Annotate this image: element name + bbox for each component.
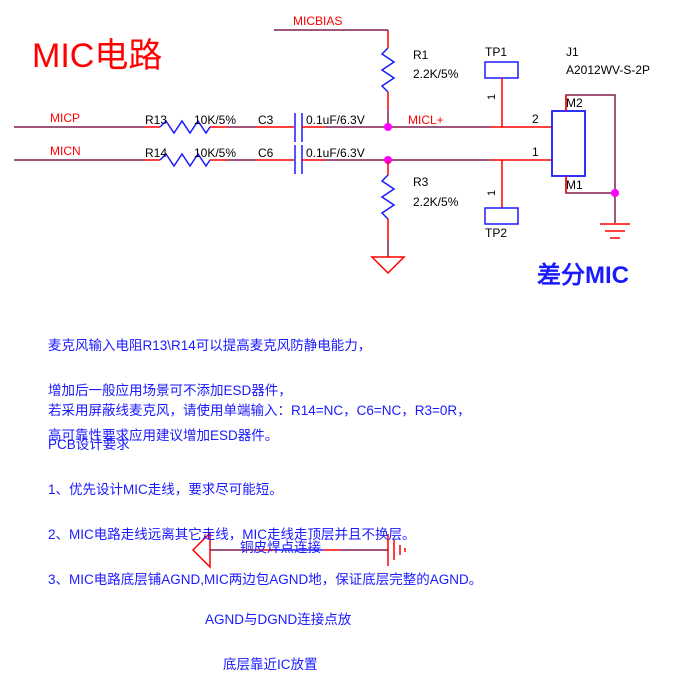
copper-link-text: 铜皮焊点连接 [240, 540, 321, 555]
connector-j1 [551, 94, 616, 223]
c6-ref: C6 [258, 146, 274, 160]
j1-pin2-label: 2 [532, 112, 539, 126]
pcb-requirement-item: 1、优先设计MIC走线，要求尽可能短。 [48, 482, 283, 497]
r14-value: 10K/5% [194, 146, 236, 160]
j1-value: A2012WV-S-2P [566, 63, 650, 77]
r1-value: 2.2K/5% [413, 67, 459, 81]
c6-value: 0.1uF/6.3V [306, 146, 365, 160]
micbias-net-label: MICBIAS [293, 14, 342, 28]
junction-micl [384, 123, 392, 131]
r1-ref: R1 [413, 48, 429, 62]
copper-link-label: 铜皮焊点连接 [240, 510, 321, 570]
esd-note-line: 高可靠性要求应用建议增加ESD器件。 [48, 428, 279, 443]
tp1-pin: 1 [486, 94, 498, 100]
pcb-requirement-item: 2、MIC电路走线远离其它走线，MIC走线走顶层并且不换层。 [48, 527, 416, 542]
j1-pin1-label: 1 [532, 145, 539, 159]
shield-note: 若采用屏蔽线麦克风，请使用单端输入：R14=NC，C6=NC，R3=0R， [48, 373, 471, 433]
j1-m1-label: M1 [566, 178, 583, 192]
agnd-note-line: AGND与DGND连接点放 [205, 612, 352, 627]
schematic-title: MIC电路 [32, 37, 162, 75]
r13-ref: R13 [145, 113, 167, 127]
resistor-r14 [145, 152, 294, 168]
chassis-ground-icon [387, 534, 406, 566]
agnd-dgnd-link [191, 531, 388, 569]
ground-icon [600, 223, 630, 239]
esd-note-line: 增加后一般应用场景可不添加ESD器件， [48, 383, 292, 398]
analog-ground-icon [370, 256, 406, 275]
r3-ref: R3 [413, 175, 429, 189]
agnd-note-line: 底层靠近IC放置 [223, 657, 318, 672]
micp-net-label: MICP [50, 111, 80, 125]
test-point-tp1 [484, 61, 519, 127]
pcb-requirements-heading: PCB设计要求 [48, 437, 130, 452]
test-point-tp2 [484, 160, 519, 225]
pcb-requirement-item: 3、MIC电路底层铺AGND,MIC两边包AGND地，保证底层完整的AGND。 [48, 572, 483, 587]
agnd-dgnd-note: AGND与DGND连接点放 底层靠近IC放置 [205, 582, 351, 687]
c3-value: 0.1uF/6.3V [306, 113, 365, 127]
mic-schematic: MIC电路 MICBIAS R1 2.2K/5% MICP R13 10K/5%… [14, 14, 650, 569]
tp1-ref: TP1 [485, 45, 507, 59]
resistor-r13 [145, 119, 294, 135]
junction-shield [611, 189, 619, 197]
r3-value: 2.2K/5% [413, 195, 459, 209]
capacitor-c6 [294, 145, 490, 174]
tp2-pin: 1 [486, 190, 498, 196]
micn-net-label: MICN [50, 144, 81, 158]
j1-ref: J1 [566, 45, 579, 59]
schematic-subtitle: 差分MIC [537, 261, 629, 289]
tp2-ref: TP2 [485, 226, 507, 240]
shield-note-line: 若采用屏蔽线麦克风，请使用单端输入：R14=NC，C6=NC，R3=0R， [48, 403, 471, 418]
resistor-r1 [380, 30, 396, 127]
j1-m2-label: M2 [566, 96, 583, 110]
c3-ref: C3 [258, 113, 274, 127]
esd-notes: 麦克风输入电阻R13\R14可以提高麦克风防静电能力， 增加后一般应用场景可不添… [48, 308, 371, 458]
r13-value: 10K/5% [194, 113, 236, 127]
resistor-r3 [380, 160, 396, 257]
pcb-requirements: PCB设计要求 1、优先设计MIC走线，要求尽可能短。 2、MIC电路走线远离其… [48, 407, 482, 602]
r14-ref: R14 [145, 146, 167, 160]
micl-net-label: MICL+ [408, 113, 444, 127]
capacitor-c3 [294, 113, 490, 142]
esd-note-line: 麦克风输入电阻R13\R14可以提高麦克风防静电能力， [48, 338, 372, 353]
